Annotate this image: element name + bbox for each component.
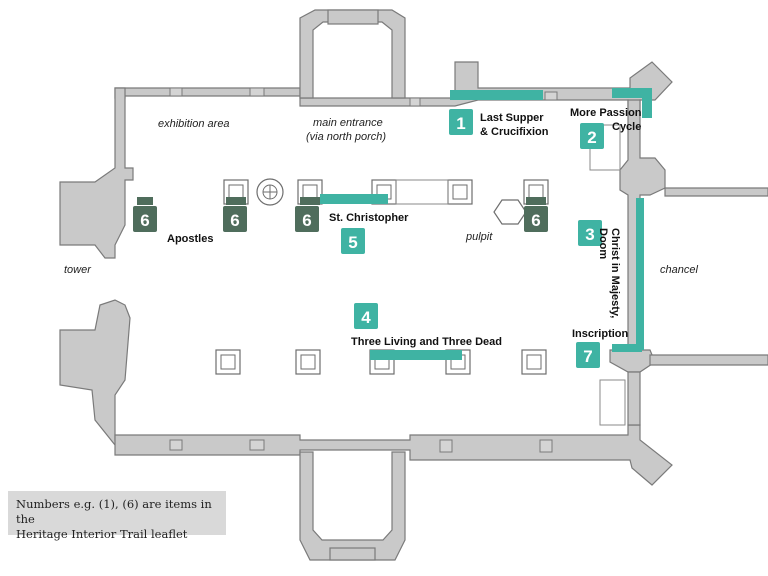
- badge-1-number: 1: [456, 114, 465, 133]
- east-chancel-top: [664, 187, 768, 197]
- north-porch: [299, 9, 406, 99]
- pulpit-shape: [493, 199, 527, 225]
- legend-note-line1: Numbers e.g. (1), (6) are items in the: [16, 497, 212, 526]
- badge-6-number: 6: [140, 211, 149, 230]
- mural-bar-st-christopher: [320, 194, 388, 204]
- label-last-supper-sub: & Crucifixion: [480, 126, 549, 138]
- badge-6-number: 6: [531, 211, 540, 230]
- mural-bar-passion-top: [612, 88, 652, 98]
- label-christ-majesty-group: Christ in Majesty, Doom: [597, 228, 621, 318]
- walls: [59, 9, 768, 561]
- chancel-south: [627, 371, 641, 426]
- badge-4-number: 4: [361, 308, 371, 327]
- label-st-christopher: St. Christopher: [329, 212, 409, 224]
- mural-markers: [137, 88, 652, 360]
- mural-bar-apostle-3: [300, 197, 320, 205]
- window-marks: [169, 87, 558, 453]
- mural-bar-three-living: [370, 350, 462, 360]
- west-tower-south: [59, 299, 131, 446]
- pier: [521, 349, 547, 375]
- badge-5-number: 5: [348, 233, 357, 252]
- label-christ-majesty-sub: Doom: [597, 228, 609, 259]
- label-more-passion-sub: Cycle: [612, 121, 641, 133]
- label-inscription: Inscription: [572, 328, 629, 340]
- badge-1: 1: [449, 109, 473, 135]
- label-pulpit: pulpit: [465, 231, 493, 243]
- south-porch-door: [329, 547, 376, 561]
- mural-bar-apostle-1: [137, 197, 153, 205]
- chancel-screen: [609, 349, 656, 373]
- pier: [215, 349, 241, 375]
- chancel-north: [619, 99, 666, 351]
- label-exhibition-area: exhibition area: [158, 118, 230, 130]
- badge-7: 7: [576, 342, 600, 368]
- label-last-supper: Last Supper: [480, 112, 544, 124]
- legend-note: Numbers e.g. (1), (6) are items in the H…: [8, 491, 226, 541]
- badge-5: 5: [341, 228, 365, 254]
- badge-2: 2: [580, 123, 604, 149]
- chancel-stall-south: [599, 379, 626, 426]
- label-apostles: Apostles: [167, 233, 213, 245]
- badge-3-number: 3: [585, 225, 594, 244]
- porch-top-detail: [327, 9, 379, 25]
- pier: [295, 349, 321, 375]
- badge-4: 4: [354, 303, 378, 329]
- badge-6-number: 6: [302, 211, 311, 230]
- badge-2-number: 2: [587, 128, 596, 147]
- badge-7-number: 7: [583, 347, 592, 366]
- pier: [447, 179, 473, 205]
- east-chancel-bottom: [649, 354, 768, 366]
- label-chancel: chancel: [660, 264, 698, 276]
- mural-bar-christ-majesty: [636, 198, 644, 350]
- font-icon: [256, 178, 284, 206]
- legend-note-line2: Heritage Interior Trail leaflet: [16, 527, 188, 541]
- mural-bar-passion-side: [642, 88, 652, 118]
- west-tower-north: [59, 87, 134, 259]
- badge-6-number: 6: [230, 211, 239, 230]
- badge-6-pier-a: 6: [223, 206, 247, 232]
- mural-bar-apostle-4: [526, 197, 546, 205]
- badge-6-pier-c: 6: [524, 206, 548, 232]
- label-christ-majesty: Christ in Majesty,: [609, 228, 621, 318]
- south-porch: [299, 451, 406, 561]
- label-tower: tower: [64, 264, 92, 276]
- badge-6-pier-b: 6: [295, 206, 319, 232]
- badge-6-apostles: 6: [133, 206, 157, 232]
- label-more-passion: More Passion: [570, 107, 642, 119]
- mural-bar-apostle-2: [226, 197, 246, 205]
- badge-3: 3: [578, 220, 602, 246]
- mural-bar-inscription: [612, 344, 642, 352]
- piers: [215, 124, 626, 426]
- mural-bar-last-supper: [450, 90, 543, 100]
- label-main-entrance-sub: (via north porch): [306, 131, 386, 143]
- label-main-entrance: main entrance: [313, 117, 383, 129]
- nave-screen: [395, 179, 449, 205]
- label-three-living: Three Living and Three Dead: [351, 336, 502, 348]
